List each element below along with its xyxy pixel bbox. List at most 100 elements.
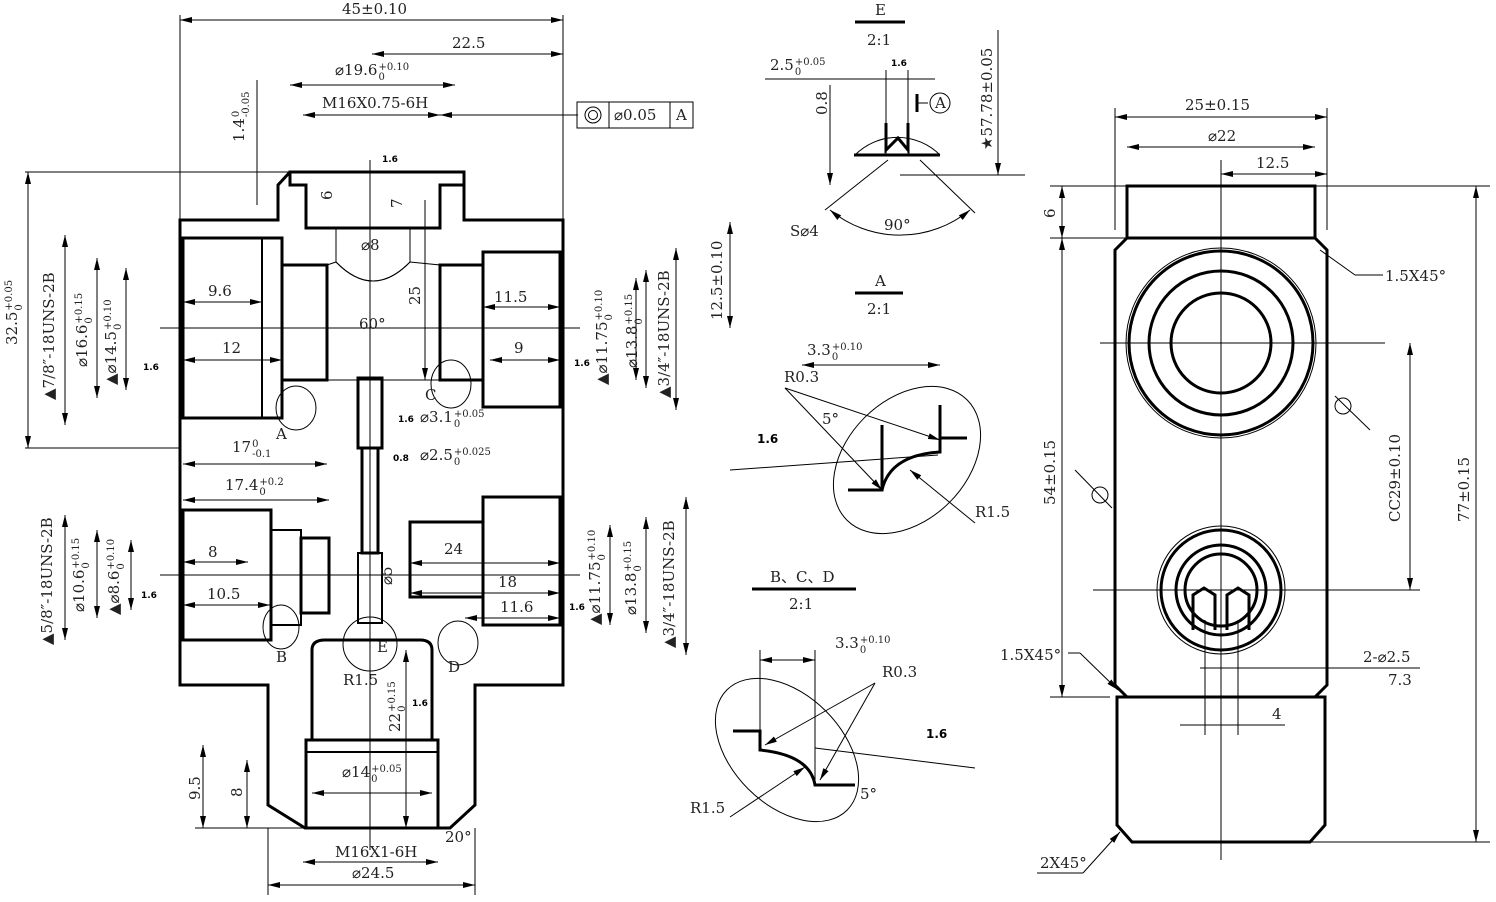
detail-a-dim-value: 3.3 [807, 341, 831, 359]
tolerance-lower: 0 [14, 304, 25, 311]
dim-dia-3-1-value: ⌀3.1 [420, 408, 453, 426]
tolerance-lower: 0 [84, 317, 95, 324]
roughness-right-upper: 1.6 [574, 359, 590, 369]
tolerance-lower: 0 [453, 457, 461, 468]
tolerance-upper: +0.025 [453, 447, 491, 458]
right-upper-port-step [438, 263, 485, 382]
dim-depth-6: 6 [318, 190, 336, 200]
detail-bcd-radius-large: R1.5 [690, 799, 726, 817]
tolerance-upper: +0.10 [378, 62, 410, 73]
left-upper-thread: ▲7/8″-18UNS-2B [40, 272, 58, 400]
detail-bcd-angle: 5° [860, 785, 878, 803]
detail-e-width-value: 2.5 [770, 56, 794, 74]
roughness-top: 1.6 [382, 155, 398, 165]
dim-24: 24 [444, 540, 464, 558]
detail-label-e: E [377, 638, 388, 656]
detail-e-depth: 0.8 [813, 91, 831, 115]
detail-e-height: ★57.78±0.05 [978, 47, 996, 150]
detail-label-d: D [448, 658, 461, 676]
gdt-frame [576, 101, 694, 129]
detail-e-scale: 2:1 [867, 31, 892, 49]
side-top-h: 6 [1041, 208, 1059, 218]
detail-circle-c [430, 359, 472, 409]
tolerance-lower: 0 [259, 487, 266, 498]
bottom-bore [310, 638, 434, 742]
circularity-icon [1334, 397, 1352, 415]
dim-right-upper-depth2: 9 [514, 339, 524, 357]
detail-a-angle: 5° [822, 410, 840, 428]
detail-bcd-radius-small: R0.3 [882, 663, 918, 681]
dim-9-5: 9.5 [186, 776, 204, 800]
detail-a-title: A [875, 272, 886, 290]
body-section [178, 170, 565, 830]
dim-18: 18 [498, 573, 518, 591]
left-lower-thread: ▲5/8″-18UNS-2B [38, 517, 56, 645]
roughness-0-8: 0.8 [393, 454, 409, 464]
dim-17-value: 17 [232, 438, 252, 456]
right-lower-thread-value: 3/4″-18UNS-2B [660, 520, 678, 637]
cross-passage-left [280, 263, 329, 382]
dim-bottom-thread: M16X1-6H [335, 843, 418, 861]
dim-dia-2-5-value: ⌀2.5 [420, 446, 453, 464]
dim-right-upper-d1-value: ⌀11.75 [593, 321, 611, 374]
right-lower-thread: ▲3/4″-18UNS-2B [660, 520, 678, 648]
side-total-h: 77±0.15 [1455, 456, 1473, 522]
top-counterbore [288, 170, 466, 230]
dim-depth-22-value: 22 [386, 712, 404, 732]
detail-e-sphere: S⌀4 [790, 222, 819, 240]
dim-left-lower-depth2: 10.5 [207, 585, 241, 603]
dim-11-6: 11.6 [500, 598, 534, 616]
dim-25: 25 [406, 285, 424, 305]
side-holes: 2-⌀2.5 [1363, 648, 1411, 666]
dim-top-depth-value: 1.4 [230, 118, 248, 142]
dim-left-lower-d2-value: ⌀8.6 [105, 570, 123, 604]
tolerance-upper: +0.2 [259, 477, 284, 488]
detail-bcd-title: B、C、D [770, 568, 835, 586]
roughness-left-lower: 1.6 [141, 591, 157, 601]
dim-left-upper-d2-value: ⌀14.5 [102, 331, 120, 374]
tolerance-lower: 0 [371, 774, 378, 785]
detail-a-roughness: 1.6 [757, 432, 779, 446]
detail-a-scale: 2:1 [867, 300, 892, 318]
left-lower-thread-value: 5/8″-18UNS-2B [38, 517, 56, 634]
dim-left-lower-d1-value: ⌀10.6 [70, 569, 88, 612]
dim-top-counterbore-value: ⌀19.6 [335, 61, 378, 79]
detail-circle-a [275, 385, 317, 431]
tolerance-upper: +0.05 [371, 764, 402, 775]
detail-label-c: C [425, 386, 437, 404]
detail-e-datum: A [935, 94, 946, 112]
detail-e-roughness: 1.6 [891, 59, 907, 69]
dim-left-upper-depth1: 9.6 [208, 282, 232, 300]
tolerance-lower: 0 [859, 645, 867, 656]
detail-a-view [729, 291, 982, 535]
dim-height-32-value: 32.5 [3, 311, 21, 345]
tolerance-lower: -0.1 [252, 449, 272, 460]
dim-right-upper-d2-value: ⌀13.8 [623, 325, 641, 368]
dim-radius-1-5: R1.5 [343, 671, 379, 689]
side-chamfer-bottom: 1.5X45° [1000, 646, 1062, 664]
detail-e-view [765, 20, 1025, 236]
tolerance-lower: 0 [113, 323, 124, 331]
